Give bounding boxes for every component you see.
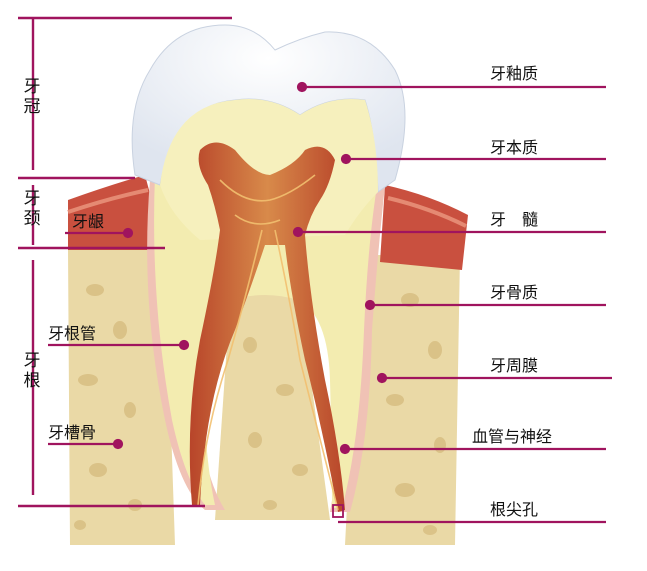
dentin-label: 牙本质 [490,138,539,157]
alveolar-bone-label: 牙槽骨 [48,423,97,442]
right-leaders [292,81,612,524]
enamel-label: 牙釉质 [490,64,539,83]
vessels-nerves-label: 血管与神经 [472,427,553,446]
gum-highlight [67,188,467,228]
bone-texture [74,284,446,535]
root-canal-label: 牙根管 [48,324,97,343]
gingiva-label: 牙龈 [72,212,105,231]
periodontal-label: 牙周膜 [490,356,539,375]
pulp-label: 牙 髓 [490,210,539,229]
region-brackets [18,16,232,508]
nerve-lines [197,174,339,511]
dentin-shape [154,165,378,508]
region-crown-label: 牙冠 [23,77,41,117]
apical-foramen-label: 根尖孔 [490,500,539,519]
inner-bone-shape [215,292,330,520]
cementum-label: 牙骨质 [490,283,539,302]
pulp-shape [189,142,345,512]
region-neck-label: 牙颈 [23,189,41,229]
left-leaders [48,227,190,450]
region-root-label: 牙根 [23,351,41,391]
